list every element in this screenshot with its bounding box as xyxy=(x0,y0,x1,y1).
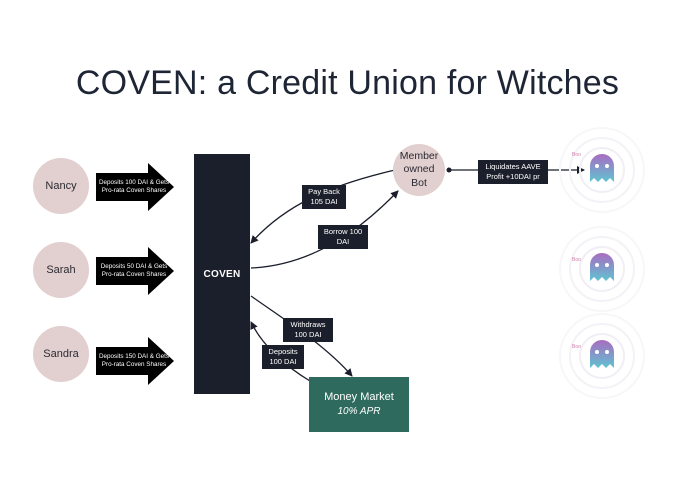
payback-tag: Pay Back 105 DAI xyxy=(302,185,346,209)
member-nancy: Nancy xyxy=(33,158,89,214)
ghost-icon-graphic xyxy=(559,313,645,399)
member-sarah: Sarah xyxy=(33,242,89,298)
ghost-icon-graphic xyxy=(559,226,645,312)
liquidates-tag: Liquidates AAVE Profit +10DAI pr xyxy=(478,160,548,184)
ghost-icon: Boo xyxy=(552,306,652,406)
member-owned-bot: Member owned Bot xyxy=(393,144,445,196)
deposit-arrow-sarah: Deposits 50 DAI & Gets Pro-rata Coven Sh… xyxy=(96,247,174,295)
member-sandra: Sandra xyxy=(33,326,89,382)
ghost-boo-tag: Boo xyxy=(572,152,581,158)
borrow-tag: Borrow 100 DAI xyxy=(318,225,368,249)
arrow-shape xyxy=(96,247,174,295)
deposit-label-sarah: Deposits 50 DAI & Gets Pro-rata Coven Sh… xyxy=(100,263,168,278)
money-market-name: Money Market xyxy=(324,390,394,403)
diagram-title: COVEN: a Credit Union for Witches xyxy=(75,64,620,102)
deposit-label-nancy: Deposits 100 DAI & Gets Pro-rata Coven S… xyxy=(99,179,169,194)
ghost-icon: Boo xyxy=(552,120,652,220)
bot-connector-dot xyxy=(446,167,452,173)
withdraws-tag: Withdraws 100 DAI xyxy=(283,318,333,342)
deposit-arrow-sandra: Deposits 150 DAI & Gets Pro-rata Coven S… xyxy=(96,337,174,385)
arrow-shape xyxy=(96,163,174,211)
deposit-label-sandra: Deposits 150 DAI & Gets Pro-rata Coven S… xyxy=(99,353,169,368)
ghost-icon: Boo xyxy=(552,219,652,319)
money-market-apr: 10% APR xyxy=(337,406,381,418)
money-market: Money Market 10% APR xyxy=(309,377,409,432)
ghost-boo-tag: Boo xyxy=(572,344,581,350)
deposit-arrow-nancy: Deposits 100 DAI & Gets Pro-rata Coven S… xyxy=(96,163,174,211)
coven-pool: COVEN xyxy=(194,154,250,394)
ghost-boo-tag: Boo xyxy=(572,257,581,263)
arrow-shape xyxy=(96,337,174,385)
ghost-icon-graphic xyxy=(559,127,645,213)
deposits-tag: Deposits 100 DAI xyxy=(262,345,304,369)
